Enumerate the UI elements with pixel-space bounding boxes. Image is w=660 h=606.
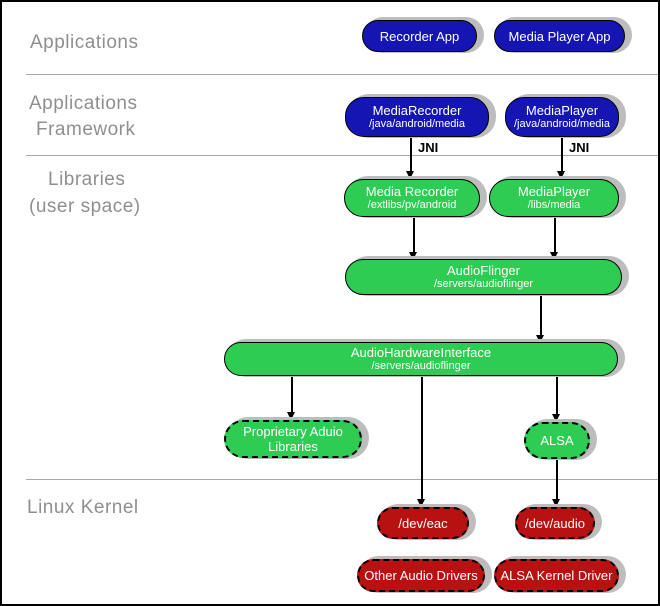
node-other-audio-drivers: Other Audio Drivers: [357, 559, 485, 592]
edge-alsa-devaudio-line: [556, 459, 558, 500]
arrowhead-jni-left: [406, 171, 414, 179]
divider-framework-libraries: [26, 155, 658, 156]
node-media-recorder-lib: Media Recorder /extlibs/pv/android: [344, 179, 480, 217]
node-audioflinger: AudioFlinger /servers/audioflinger: [345, 259, 622, 295]
node-recorder-app-label: Recorder App: [379, 28, 460, 44]
node-audioflinger-label: AudioFlinger: [447, 263, 520, 278]
node-dev-eac: /dev/eac: [377, 507, 469, 539]
edge-ahi-alsa-line: [556, 376, 558, 416]
layer-label-framework-line1: Applications: [29, 93, 138, 114]
node-mediaplayer-framework-label: MediaPlayer: [525, 103, 599, 118]
node-mediaplayer-framework: MediaPlayer /java/android/media: [505, 97, 619, 137]
node-audio-hardware-interface-path: /servers/audioflinger: [371, 360, 471, 372]
arrowhead-jni-right: [557, 171, 565, 179]
edge-audioflinger-ahi-line: [540, 295, 542, 336]
node-proprietary-audio-libraries: Proprietary Aduio Libraries: [224, 420, 362, 458]
node-mediaplayer-lib-path: /libs/media: [527, 199, 581, 211]
node-mediaplayer-lib: MediaPlayer /libs/media: [489, 179, 619, 217]
node-alsa-kernel-driver: ALSA Kernel Driver: [494, 559, 619, 592]
arrowhead-deveac: [417, 499, 425, 507]
node-media-recorder-lib-label: Media Recorder: [365, 184, 459, 199]
jni-label-right: JNI: [569, 140, 590, 155]
node-mediaplayer-framework-path: /java/android/media: [513, 118, 610, 130]
node-recorder-app: Recorder App: [362, 20, 477, 52]
edge-ahi-deveac-line: [421, 376, 423, 500]
edge-mediarecorder-jni-line: [410, 137, 412, 173]
node-audioflinger-path: /servers/audioflinger: [433, 278, 534, 290]
node-mediarecorder-framework-path: /java/android/media: [368, 118, 465, 130]
node-alsa-label: ALSA: [540, 433, 574, 448]
node-audio-hardware-interface-label: AudioHardwareInterface: [350, 345, 492, 360]
layer-label-framework-line2: Framework: [36, 119, 136, 140]
jni-label-left: JNI: [418, 140, 439, 155]
layer-label-linux-kernel: Linux Kernel: [27, 497, 139, 518]
arrowhead-proprietary: [287, 412, 295, 420]
node-audio-hardware-interface: AudioHardwareInterface /servers/audiofli…: [224, 342, 618, 376]
node-proprietary-audio-libraries-label: Proprietary Aduio Libraries: [243, 424, 343, 454]
edge-mediaplayer-audioflinger-line: [554, 217, 556, 254]
node-mediarecorder-framework: MediaRecorder /java/android/media: [345, 97, 489, 137]
node-alsa-kernel-driver-label: ALSA Kernel Driver: [500, 568, 613, 583]
node-media-recorder-lib-path: /extlibs/pv/android: [367, 199, 457, 211]
arrowhead-alsa: [552, 414, 560, 422]
divider-applications-framework: [26, 74, 658, 75]
node-mediaplayer-lib-label: MediaPlayer: [517, 184, 591, 199]
divider-libraries-kernel: [26, 479, 658, 480]
node-mediarecorder-framework-label: MediaRecorder: [372, 103, 462, 118]
edge-mediarecorder-audioflinger-line: [413, 217, 415, 254]
node-media-player-app-label: Media Player App: [508, 28, 611, 44]
node-media-player-app: Media Player App: [494, 20, 625, 52]
arrowhead-ahi: [536, 335, 544, 343]
node-dev-audio: /dev/audio: [515, 507, 595, 539]
layer-label-applications: Applications: [30, 32, 139, 53]
arrowhead-audioflinger-right: [550, 252, 558, 260]
node-alsa: ALSA: [524, 422, 590, 459]
edge-mediaplayer-jni-line: [561, 137, 563, 173]
edge-ahi-proprietary-line: [291, 376, 293, 414]
layer-label-libraries-line2: (user space): [29, 196, 141, 217]
arrowhead-audioflinger-left: [409, 252, 417, 260]
node-other-audio-drivers-label: Other Audio Drivers: [364, 568, 478, 583]
arrowhead-devaudio: [552, 499, 560, 507]
node-dev-eac-label: /dev/eac: [398, 515, 448, 531]
node-dev-audio-label: /dev/audio: [525, 515, 585, 531]
layer-label-libraries-line1: Libraries: [48, 169, 126, 190]
